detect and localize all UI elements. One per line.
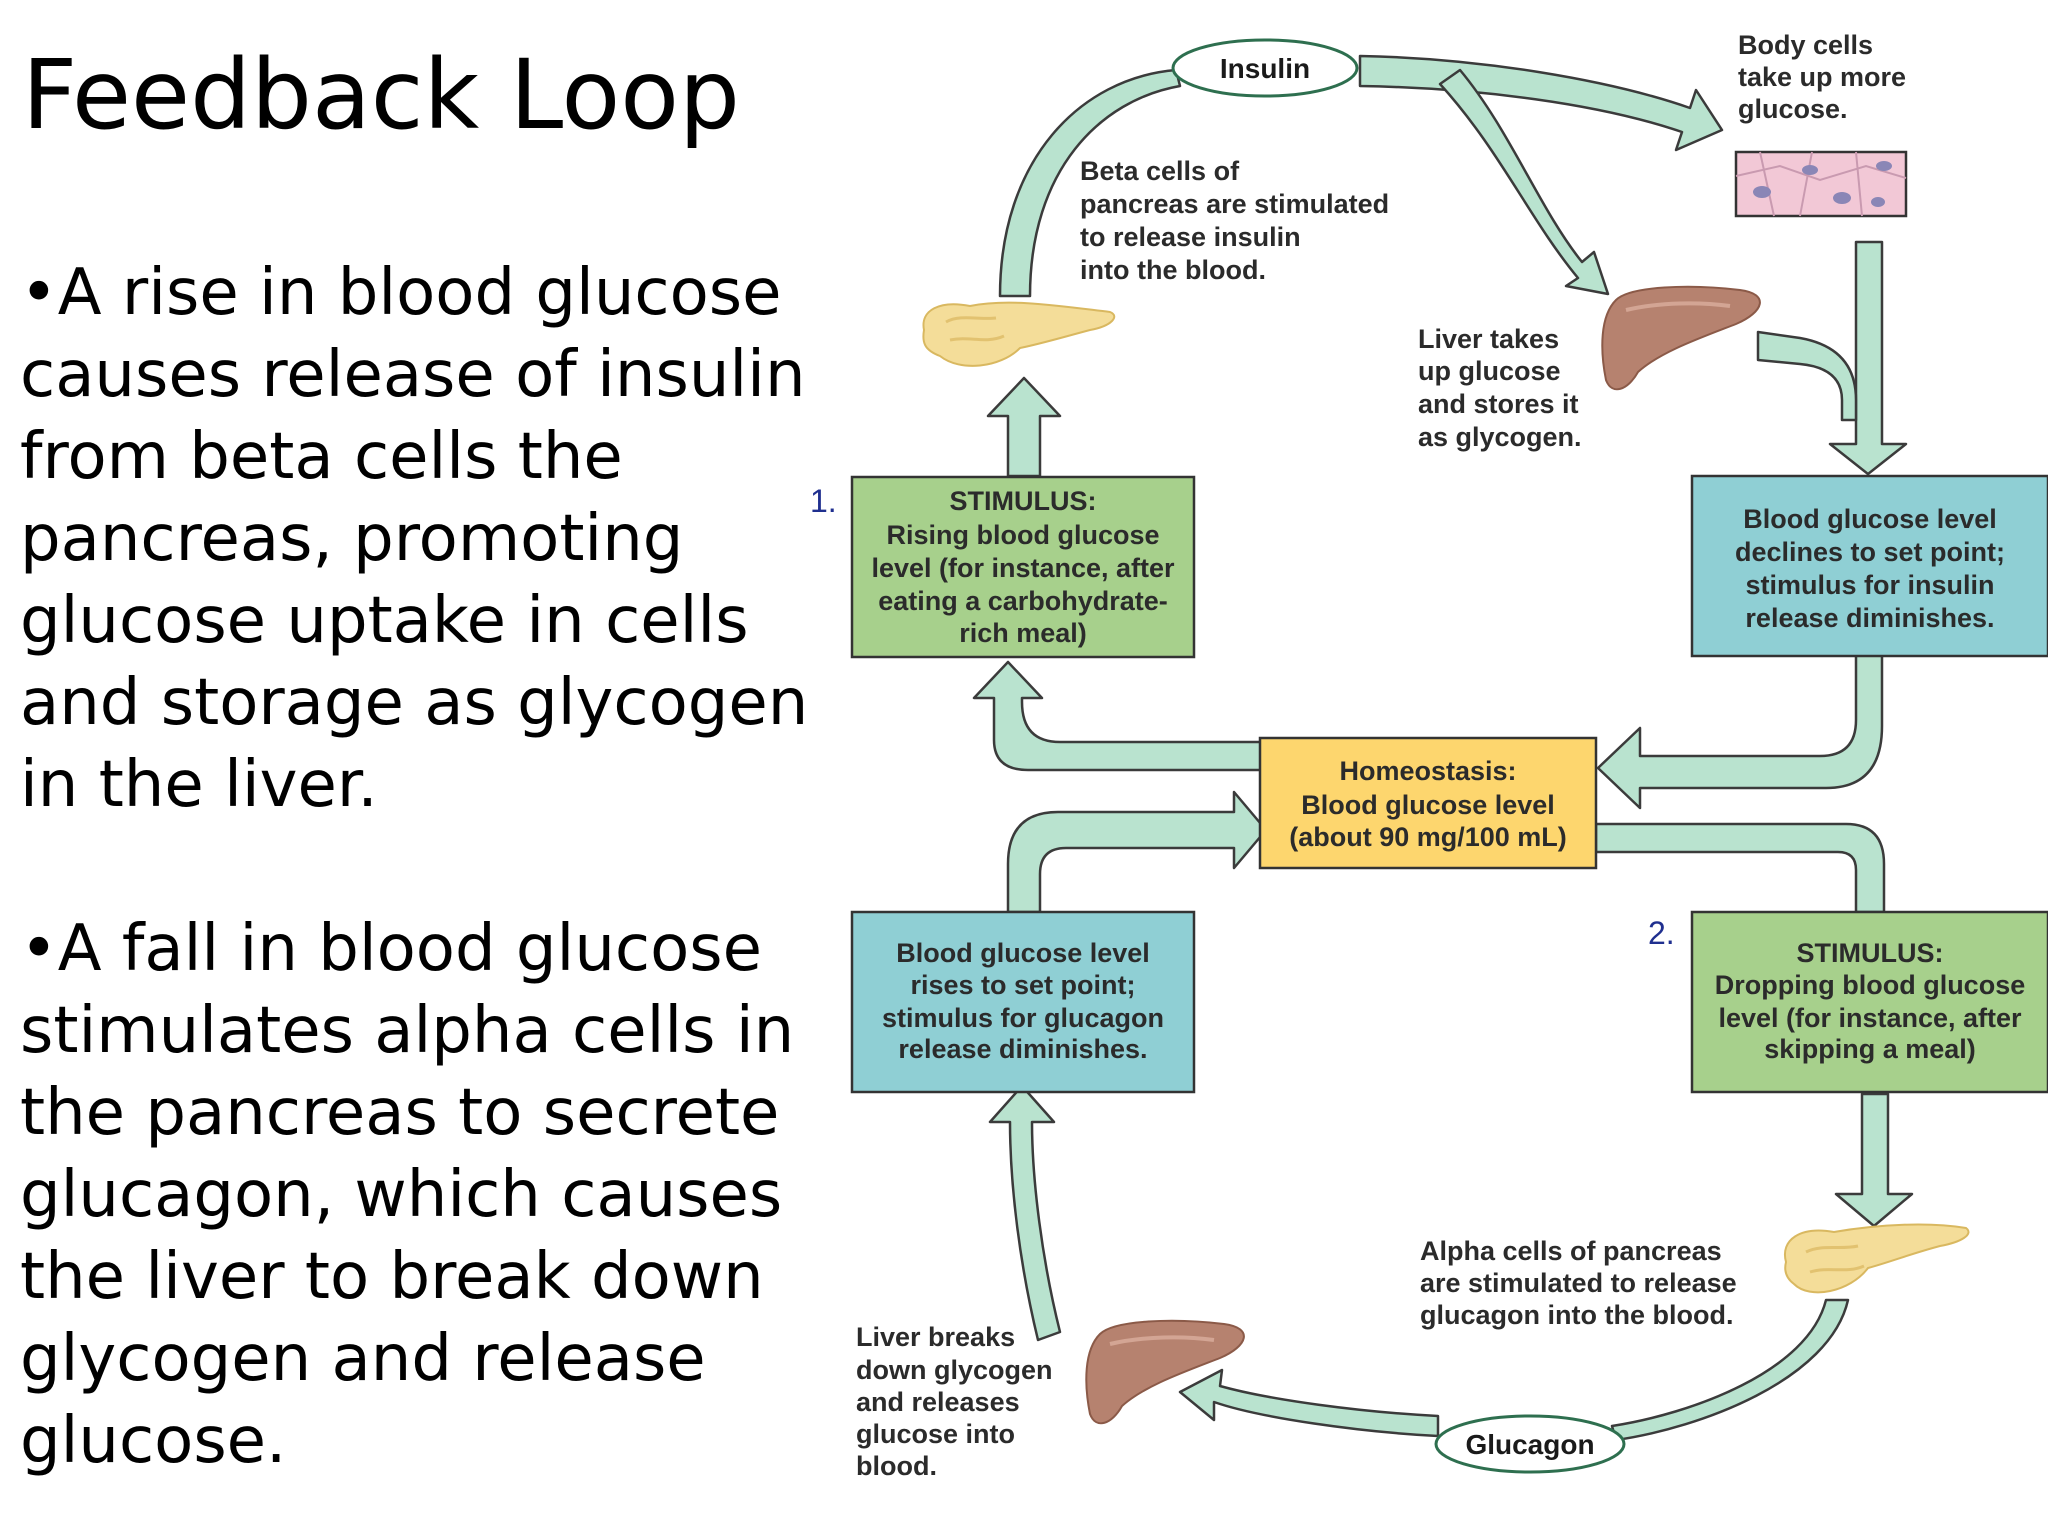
bullet-insulin: •A rise in blood glucose causes release … xyxy=(20,252,808,826)
stimulus-2-text: STIMULUS: Dropping blood glucose level (… xyxy=(1715,938,2025,1064)
body-cells-line: Body cells xyxy=(1738,30,1873,60)
alpha-cells-line: Alpha cells of pancreas xyxy=(1420,1236,1722,1266)
slide-title: Feedback Loop xyxy=(22,39,740,151)
stimulus-2-box xyxy=(1690,910,2048,1094)
declines-text: Blood glucose level declines to set poin… xyxy=(1735,504,2005,633)
glucagon-label: Glucagon xyxy=(1465,1429,1594,1460)
bullet-line: pancreas, promoting xyxy=(20,502,684,576)
step-1-number: 1. xyxy=(810,483,837,519)
stimulus-1-line: STIMULUS: xyxy=(950,486,1097,516)
bullet-line: •A rise in blood glucose xyxy=(20,252,808,334)
arrow-stimulus-1-to-pancreas xyxy=(986,376,1062,478)
alpha-cells-line: are stimulated to release xyxy=(1420,1268,1737,1298)
declines-line: stimulus for insulin xyxy=(1745,570,1994,600)
beta-cells-line: to release insulin xyxy=(1080,222,1301,252)
rises-text: Blood glucose level rises to set point; … xyxy=(882,938,1164,1064)
homeostasis-line: Blood glucose level xyxy=(1301,790,1555,820)
liver-takes-up-line: Liver takes xyxy=(1418,324,1559,354)
alpha-cells-label: Alpha cells of pancreas are stimulated t… xyxy=(1420,1236,1737,1330)
pancreas-bottom-icon xyxy=(1783,1223,1970,1294)
stimulus-2-line: skipping a meal) xyxy=(1764,1034,1976,1064)
stimulus-1-line: Rising blood glucose xyxy=(886,520,1159,550)
arrow-insulin-to-liver xyxy=(1438,68,1610,296)
body-cells-line: glucose. xyxy=(1738,94,1848,124)
rises-line: release diminishes. xyxy=(898,1034,1147,1064)
arrow-body-cells-down xyxy=(1828,240,1908,476)
insulin-oval xyxy=(1171,38,1359,98)
bullet-marker: • xyxy=(20,912,58,986)
alpha-cells-line: glucagon into the blood. xyxy=(1420,1300,1733,1330)
stimulus-1-line: rich meal) xyxy=(959,618,1087,648)
beta-cells-line: into the blood. xyxy=(1080,255,1266,285)
bullet-marker: • xyxy=(20,256,58,330)
glucagon-oval xyxy=(1434,1414,1626,1474)
bullet-line: causes release of insulin xyxy=(20,338,806,412)
bullet-line: glucagon, which causes xyxy=(20,1158,783,1232)
bullet-line: •A fall in blood glucose xyxy=(20,908,794,990)
homeostasis-line: (about 90 mg/100 mL) xyxy=(1289,822,1567,852)
stimulus-1-box xyxy=(850,475,1196,659)
stimulus-1-line: level (for instance, after xyxy=(871,553,1175,583)
beta-cells-label: Beta cells of pancreas are stimulated to… xyxy=(1080,156,1389,285)
arrow-homeostasis-to-stimulus-1 xyxy=(972,660,1264,772)
insulin-label: Insulin xyxy=(1220,53,1310,84)
rises-line: stimulus for glucagon xyxy=(882,1003,1164,1033)
body-cells-label: Body cells take up more glucose. xyxy=(1738,30,1906,124)
arrow-glucagon-to-liver xyxy=(1178,1368,1440,1438)
rises-box xyxy=(850,910,1196,1094)
stimulus-2-line: level (for instance, after xyxy=(1718,1003,2022,1033)
arrow-insulin-to-body-cells xyxy=(1358,54,1724,152)
arrow-stimulus-2-to-pancreas xyxy=(1834,1092,1914,1228)
liver-breaks-down-line: Liver breaks xyxy=(856,1322,1015,1352)
liver-breaks-down-line: down glycogen xyxy=(856,1355,1053,1385)
bullet-line: the pancreas to secrete xyxy=(20,1076,780,1150)
liver-takes-up-line: up glucose xyxy=(1418,356,1561,386)
homeostasis-line: Homeostasis: xyxy=(1339,756,1516,786)
declines-line: declines to set point; xyxy=(1735,537,2005,567)
bullet-line: and storage as glycogen xyxy=(20,666,809,740)
bullet-line: glucose uptake in cells xyxy=(20,584,749,658)
beta-cells-line: pancreas are stimulated xyxy=(1080,189,1389,219)
homeostasis-text: Homeostasis: Blood glucose level (about … xyxy=(1289,756,1567,852)
declines-line: Blood glucose level xyxy=(1743,504,1997,534)
bullet-glucagon: •A fall in blood glucose stimulates alph… xyxy=(20,908,794,1482)
arrow-homeostasis-to-stimulus-2 xyxy=(1594,822,1886,914)
liver-takes-up-line: and stores it xyxy=(1418,389,1579,419)
homeostasis-box xyxy=(1258,736,1598,870)
bullet-line: from beta cells the xyxy=(20,420,623,494)
stimulus-1-line: eating a carbohydrate- xyxy=(878,586,1168,616)
liver-breaks-down-line: glucose into xyxy=(856,1419,1015,1449)
bullet-line: the liver to break down xyxy=(20,1240,764,1314)
stimulus-1-text: STIMULUS: Rising blood glucose level (fo… xyxy=(871,486,1175,648)
declines-line: release diminishes. xyxy=(1745,603,1994,633)
liver-breaks-down-label: Liver breaks down glycogen and releases … xyxy=(856,1322,1053,1481)
bullet-line: stimulates alpha cells in xyxy=(20,994,795,1068)
rises-line: rises to set point; xyxy=(910,970,1135,1000)
arrow-liver-to-declines xyxy=(1756,330,1858,422)
bullet-line: glucose. xyxy=(20,1404,287,1478)
arrow-declines-to-homeostasis xyxy=(1596,616,1884,810)
beta-cells-line: Beta cells of xyxy=(1080,156,1240,186)
liver-top-icon xyxy=(1601,285,1761,391)
liver-bottom-icon xyxy=(1085,1319,1245,1425)
bullet-line: glycogen and release xyxy=(20,1322,706,1396)
liver-breaks-down-line: and releases xyxy=(856,1387,1020,1417)
body-cells-line: take up more xyxy=(1738,62,1906,92)
stimulus-2-line: STIMULUS: xyxy=(1797,938,1944,968)
body-cells-micrograph xyxy=(1734,150,1908,218)
bullet-text-line: A rise in blood glucose xyxy=(57,256,782,330)
liver-takes-up-line: as glycogen. xyxy=(1418,422,1582,452)
arrow-liver-to-rises xyxy=(988,1084,1062,1342)
step-2-number: 2. xyxy=(1648,915,1675,951)
liver-breaks-down-line: blood. xyxy=(856,1451,937,1481)
bullet-line: in the liver. xyxy=(20,748,378,822)
bullet-text-line: A fall in blood glucose xyxy=(57,912,762,986)
rises-line: Blood glucose level xyxy=(896,938,1150,968)
declines-box xyxy=(1690,474,2048,658)
pancreas-top-icon xyxy=(922,301,1116,367)
stimulus-2-line: Dropping blood glucose xyxy=(1715,970,2025,1000)
arrow-rises-to-homeostasis xyxy=(1006,790,1268,914)
liver-takes-up-label: Liver takes up glucose and stores it as … xyxy=(1418,324,1582,452)
